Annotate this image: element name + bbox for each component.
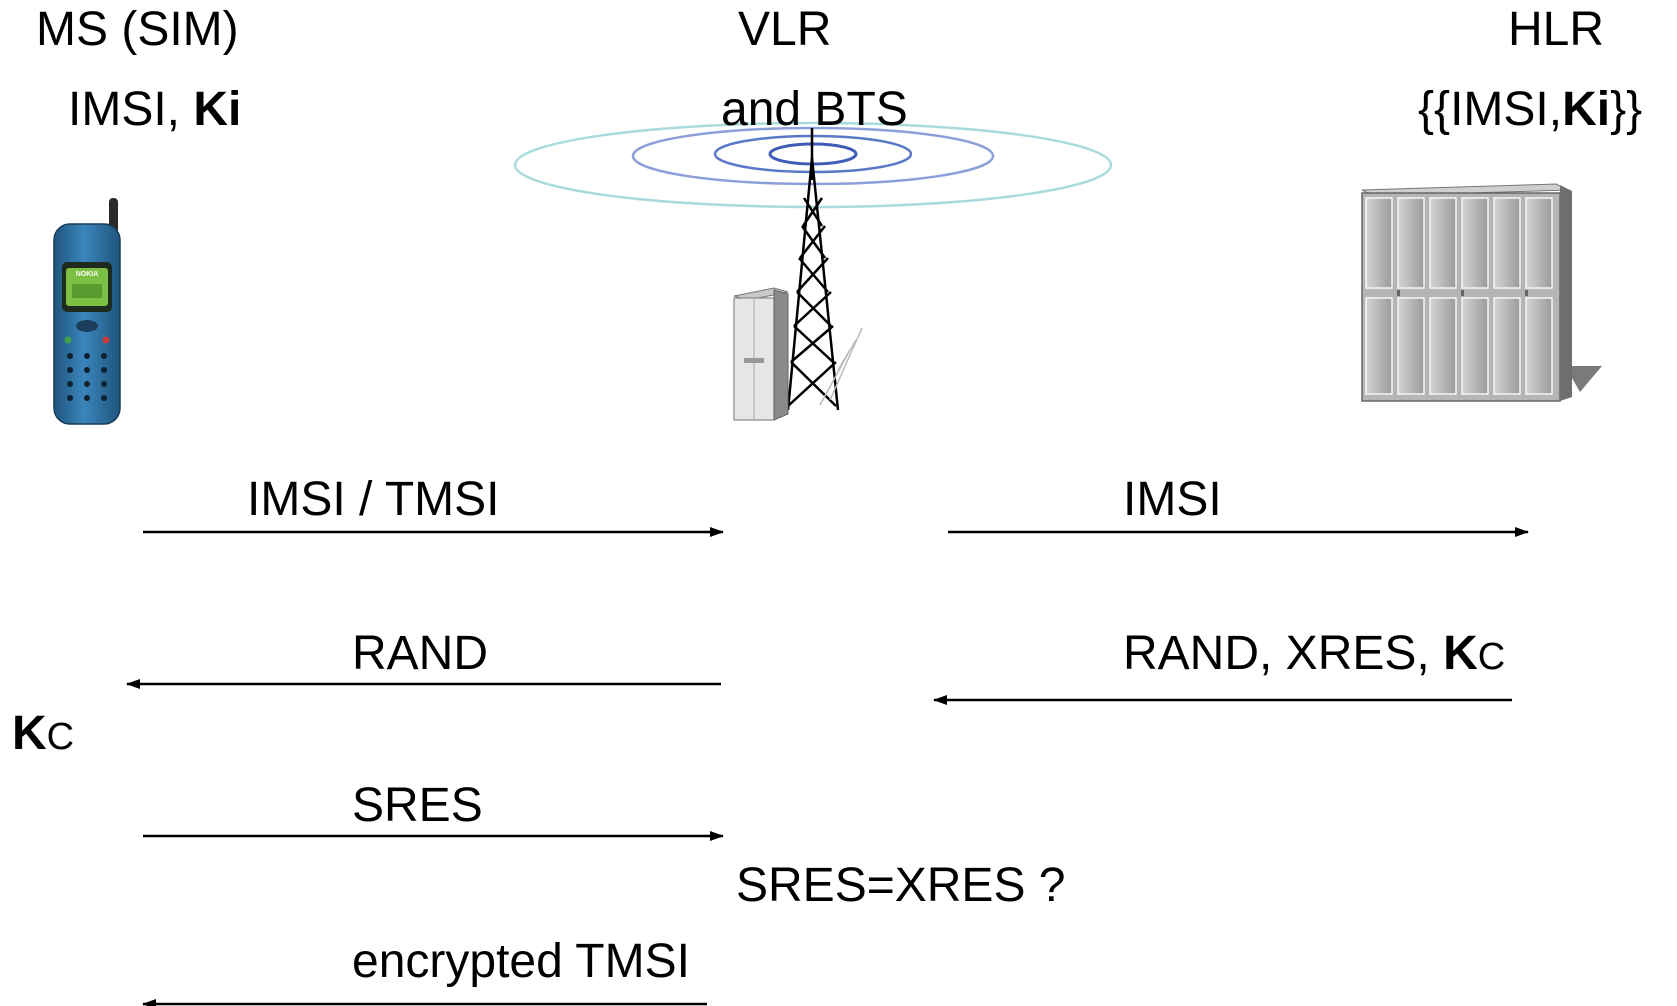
vlr-subtitle: and BTS bbox=[721, 83, 908, 136]
ms-title: MS (SIM) bbox=[36, 3, 239, 56]
bts-tower-icon bbox=[786, 128, 863, 411]
msg-encrypted-tmsi: encrypted TMSI bbox=[352, 935, 690, 988]
msg-compare: SRES=XRES ? bbox=[736, 859, 1066, 912]
msg-kc-big: K bbox=[1443, 627, 1478, 680]
hlr-title: HLR bbox=[1508, 3, 1605, 56]
hlr-database: {{IMSI,Ki}} bbox=[1418, 86, 1642, 134]
hlr-db-open: {{IMSI, bbox=[1418, 83, 1563, 136]
hlr-db-ki: Ki bbox=[1562, 83, 1611, 136]
vlr-title: VLR bbox=[738, 3, 832, 56]
msg-kc-small: C bbox=[1477, 636, 1506, 678]
ms-kc-big: K bbox=[12, 707, 47, 760]
msg-rand-xres-kc: RAND, XRES, KC bbox=[1123, 630, 1505, 678]
ms-kc-label: KC bbox=[12, 710, 74, 758]
mobile-phone-icon: NOKIA bbox=[53, 198, 121, 425]
msg-imsi: IMSI bbox=[1123, 473, 1222, 526]
phone-brand-label: NOKIA bbox=[76, 271, 99, 278]
hlr-db-close: }} bbox=[1610, 83, 1643, 136]
ms-keys: IMSI, Ki bbox=[68, 86, 241, 134]
ms-key-ki: Ki bbox=[193, 83, 242, 136]
ms-keys-prefix: IMSI, bbox=[68, 83, 194, 136]
bts-cabinet-icon bbox=[733, 287, 789, 421]
msg-sres: SRES bbox=[352, 779, 483, 832]
hlr-server-rack-icon bbox=[1361, 183, 1602, 402]
msg-rand: RAND bbox=[352, 627, 489, 680]
ms-kc-small: C bbox=[46, 716, 75, 758]
msg-imsi-tmsi: IMSI / TMSI bbox=[247, 473, 500, 526]
msg-rand-xres-prefix: RAND, XRES, bbox=[1123, 627, 1444, 680]
